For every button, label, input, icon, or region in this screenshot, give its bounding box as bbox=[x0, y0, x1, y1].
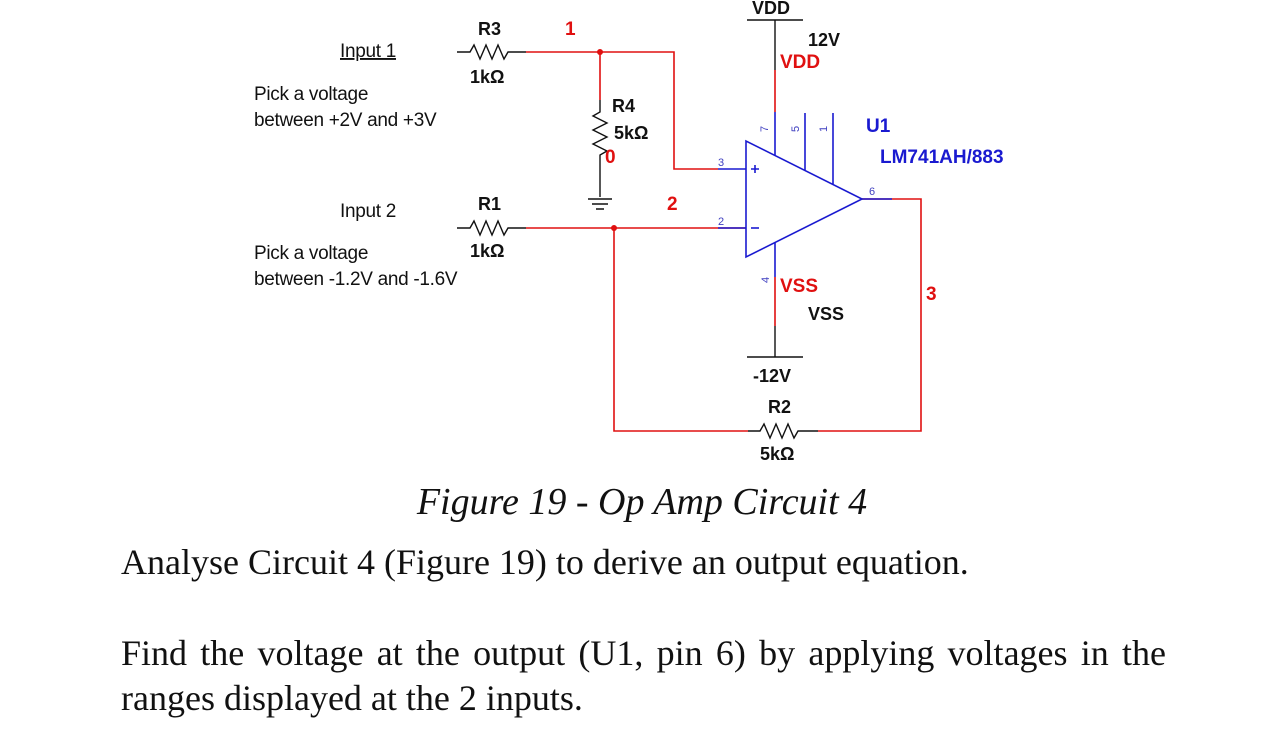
r1-resistor-symbol bbox=[457, 219, 526, 237]
r2-resistor-symbol bbox=[748, 422, 818, 440]
opamp-triangle bbox=[745, 139, 864, 259]
vdd-top-label: VDD bbox=[752, 0, 790, 18]
vss-supply-symbol bbox=[747, 326, 803, 358]
ground-icon bbox=[588, 167, 612, 210]
pin-2-label: 2 bbox=[718, 216, 724, 228]
opamp-plus-sign bbox=[751, 165, 759, 173]
opamp-pin-leads bbox=[718, 112, 892, 277]
r2-value: 5kΩ bbox=[760, 444, 794, 464]
input2-note-line1: Pick a voltage bbox=[254, 243, 368, 264]
net-0-label: 0 bbox=[605, 147, 616, 168]
opamp-ref: U1 bbox=[866, 116, 891, 137]
pin-1-label: 1 bbox=[818, 126, 830, 132]
r1-value: 1kΩ bbox=[470, 241, 504, 261]
opamp-part-number: LM741AH/883 bbox=[880, 147, 1004, 168]
net-1-label: 1 bbox=[565, 19, 576, 40]
r4-ref: R4 bbox=[612, 96, 635, 116]
net-3-label: 3 bbox=[926, 284, 937, 305]
input1-note-line2: between +2V and +3V bbox=[254, 110, 437, 131]
pin-4-label: 4 bbox=[760, 277, 772, 283]
r3-ref: R3 bbox=[478, 19, 501, 39]
instruction-paragraph-1: Analyse Circuit 4 (Figure 19) to derive … bbox=[121, 542, 969, 582]
input1-label: Input 1 bbox=[340, 41, 396, 62]
r3-resistor-symbol bbox=[457, 43, 526, 61]
pin-3-label: 3 bbox=[718, 157, 724, 169]
op-amp-schematic: 3 2 7 5 1 6 4 R3 1kΩ R1 1kΩ R4 5kΩ R2 5k… bbox=[254, 0, 1004, 464]
pin-6-label: 6 bbox=[869, 186, 875, 198]
vss-voltage-label: -12V bbox=[753, 366, 791, 386]
instruction-paragraph-2: Find the voltage at the output (U1, pin … bbox=[121, 633, 1166, 718]
r2-ref: R2 bbox=[768, 397, 791, 417]
vdd-net-label: VDD bbox=[780, 52, 820, 73]
junction-node2 bbox=[611, 225, 617, 231]
junction-node1 bbox=[597, 49, 603, 55]
vss-net-label: VSS bbox=[780, 276, 818, 297]
vdd-supply-symbol bbox=[747, 19, 803, 70]
r1-ref: R1 bbox=[478, 194, 501, 214]
vss-label: VSS bbox=[808, 304, 844, 324]
input1-note-line1: Pick a voltage bbox=[254, 84, 368, 105]
pin-7-label: 7 bbox=[759, 126, 771, 132]
input2-label: Input 2 bbox=[340, 201, 396, 222]
pin-5-label: 5 bbox=[790, 126, 802, 132]
input2-note-line2: between -1.2V and -1.6V bbox=[254, 269, 458, 290]
net-2-label: 2 bbox=[667, 194, 678, 215]
figure-caption: Figure 19 - Op Amp Circuit 4 bbox=[416, 481, 868, 523]
r4-resistor-symbol bbox=[591, 100, 609, 167]
r3-value: 1kΩ bbox=[470, 67, 504, 87]
r4-value: 5kΩ bbox=[614, 123, 648, 143]
vdd-voltage-label: 12V bbox=[808, 30, 840, 50]
